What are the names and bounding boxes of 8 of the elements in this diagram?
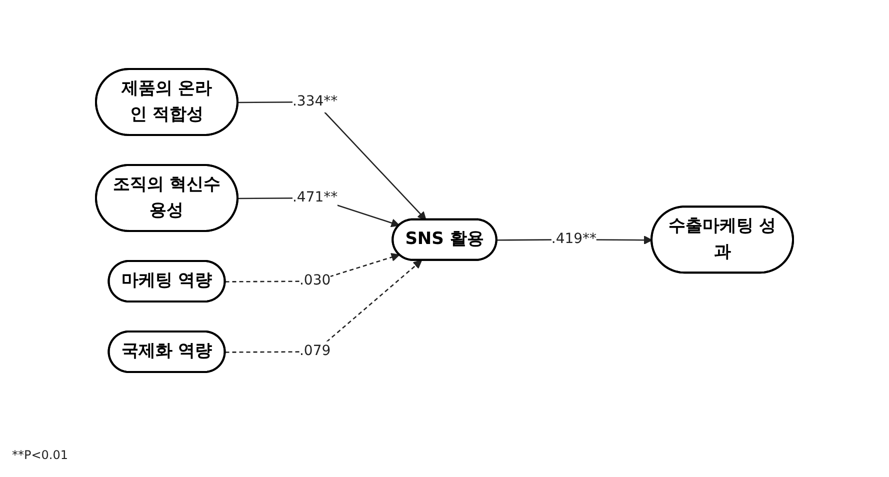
arrow [225, 259, 422, 352]
edge-label: .471** [292, 188, 338, 205]
arrow [238, 100, 426, 220]
edge-label: .030 [299, 272, 331, 288]
significance-note: **P<0.01 [12, 448, 68, 462]
edge-label: .079 [299, 342, 331, 359]
edge-label: .419** [551, 230, 597, 247]
edge-label: .334** [292, 93, 338, 109]
